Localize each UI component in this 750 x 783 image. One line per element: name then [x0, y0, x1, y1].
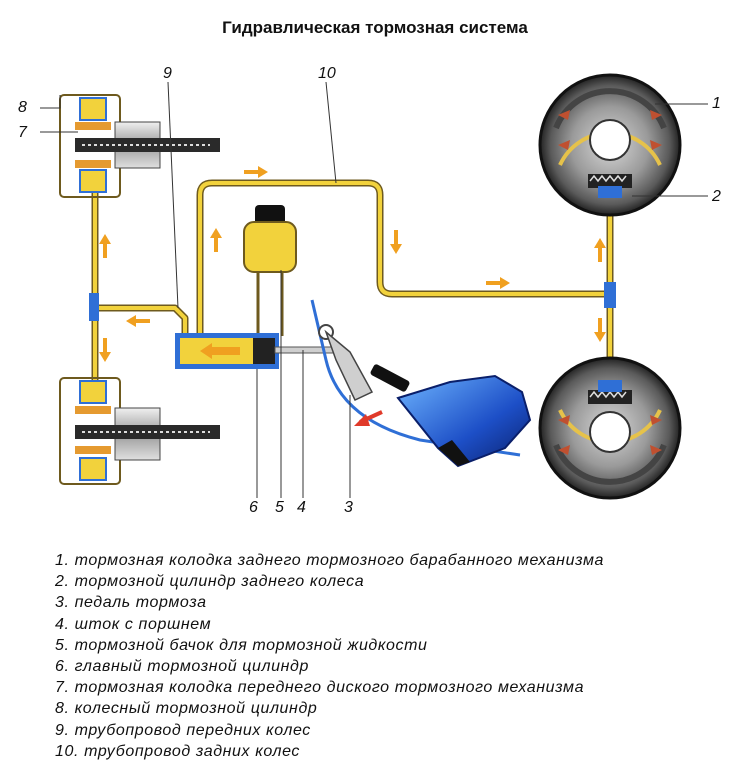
- rear-drum-brake-bottom: [538, 356, 682, 500]
- legend-item: 5. тормозной бачок для тормозной жидкост…: [55, 636, 428, 654]
- front-brake-top: [59, 94, 220, 198]
- legend-list: 1. тормозная колодка заднего тормозного …: [55, 550, 604, 762]
- drivers-foot: [396, 374, 532, 468]
- legend-item: 9. трубопровод передних колес: [55, 721, 311, 739]
- legend-item: 10. трубопровод задних колес: [55, 742, 301, 760]
- front-brake-bottom: [59, 377, 220, 485]
- flow-arrows: [99, 166, 606, 362]
- brake-fluid-reservoir: [243, 205, 297, 273]
- callout-3: 3: [344, 499, 353, 516]
- legend-item: 7. тормозная колодка переднего диского т…: [55, 679, 585, 697]
- front-tee: [89, 293, 99, 321]
- callout-8: 8: [18, 99, 27, 116]
- callout-4: 4: [297, 499, 306, 516]
- callout-10: 10: [318, 65, 336, 82]
- rear-drum-brake-top: [538, 73, 682, 217]
- callout-5: 5: [275, 499, 284, 516]
- leader-lines: [40, 81, 708, 498]
- legend-item: 2. тормозной цилиндр заднего колеса: [55, 573, 365, 591]
- rear-tee: [604, 282, 616, 308]
- brake-pedal: [310, 299, 521, 457]
- master-cylinder: [175, 333, 338, 369]
- diagram-title: Гидравлическая тормозная система: [222, 18, 528, 37]
- legend-item: 4. шток с поршнем: [55, 615, 212, 633]
- pipe-network: [91, 179, 614, 385]
- callout-9: 9: [163, 65, 172, 82]
- legend-item: 1. тормозная колодка заднего тормозного …: [55, 552, 605, 569]
- callout-2: 2: [711, 188, 721, 205]
- legend-item: 6. главный тормозной цилиндр: [55, 657, 309, 675]
- callout-1: 1: [712, 95, 721, 112]
- legend-item: 3. педаль тормоза: [55, 594, 207, 612]
- legend-item: 8. колесный тормозной цилиндр: [55, 700, 318, 718]
- callout-6: 6: [249, 499, 258, 516]
- callout-7: 7: [18, 124, 28, 141]
